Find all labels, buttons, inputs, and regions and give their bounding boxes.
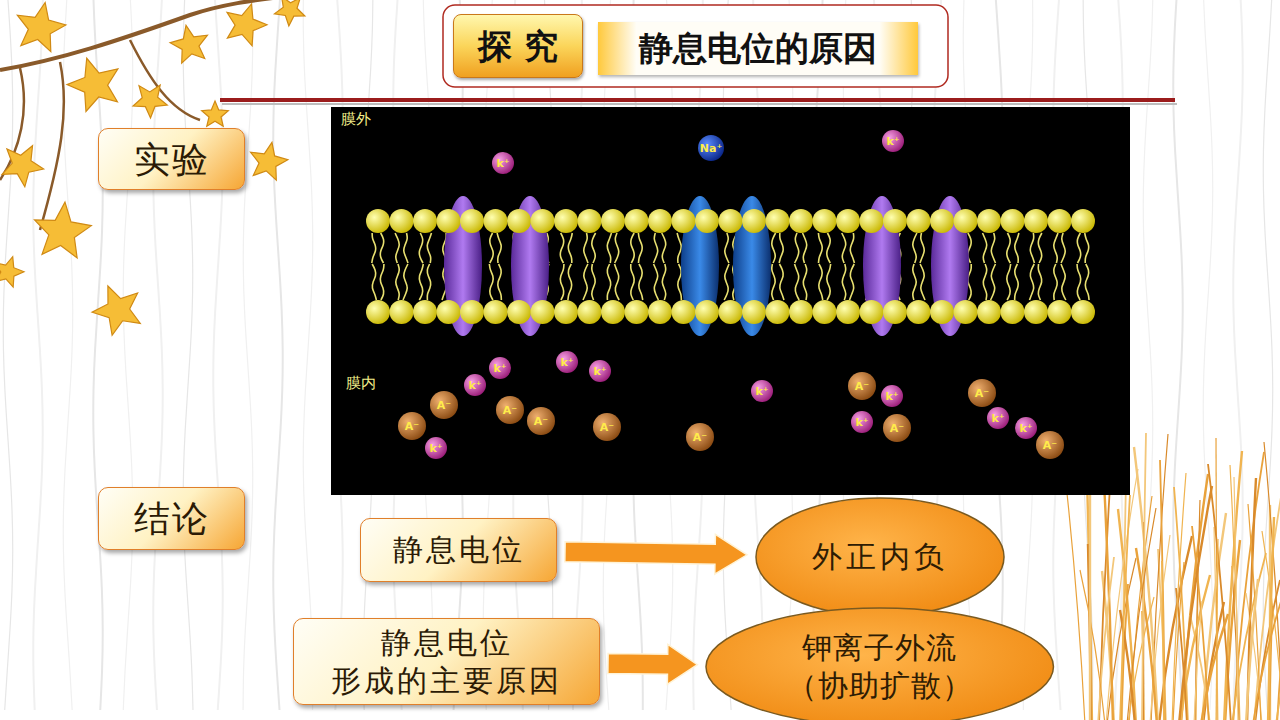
process-box: 静息电位 <box>360 518 557 582</box>
heading-box: 实验 <box>98 128 245 190</box>
result-ellipse: 钾离子外流 （协助扩散） <box>705 607 1054 720</box>
banner-frame <box>443 5 948 87</box>
block-arrow <box>565 534 747 574</box>
ion-label: A⁻ <box>437 399 451 412</box>
slide-title: 静息电位的原因 <box>598 22 918 75</box>
ion-label: k⁺ <box>855 416 868 429</box>
divider-shadow <box>222 103 1177 105</box>
ion-label: A⁻ <box>693 431 707 444</box>
ion-label: A⁻ <box>503 404 517 417</box>
ion-label: A⁻ <box>890 422 904 435</box>
membrane-side-label: 膜内 <box>346 374 376 393</box>
node-text: 静息电位 <box>393 531 525 569</box>
ion-label: k⁺ <box>560 356 573 369</box>
ion-particles <box>398 130 1064 459</box>
ion-label: A⁻ <box>975 387 989 400</box>
heading-box: 结论 <box>98 487 245 550</box>
ion-label: A⁻ <box>534 415 548 428</box>
node-text: 实验 <box>134 137 210 182</box>
maple-branch <box>0 0 305 335</box>
node-text: 静息电位 形成的主要原因 <box>307 624 587 699</box>
block-arrow <box>608 644 698 684</box>
ion-label: k⁺ <box>468 379 481 392</box>
result-ellipse: 外正内负 <box>755 497 1005 617</box>
node-text: 结论 <box>134 496 210 541</box>
ion-label: k⁺ <box>885 390 898 403</box>
ion-label: k⁺ <box>886 135 899 148</box>
divider-line <box>220 98 1175 102</box>
node-text: 钾离子外流 （协助扩散） <box>780 629 980 704</box>
ion-label: Na⁺ <box>700 142 722 155</box>
ion-label: k⁺ <box>429 442 442 455</box>
membrane-illustration <box>331 107 1130 495</box>
node-text: 探 究 <box>478 25 558 68</box>
ion-label: k⁺ <box>593 365 606 378</box>
ion-label: k⁺ <box>493 362 506 375</box>
ion-label: A⁻ <box>855 380 869 393</box>
ion-label: A⁻ <box>1043 439 1057 452</box>
node-text: 外正内负 <box>812 538 948 576</box>
ion-label: A⁻ <box>600 421 614 434</box>
membrane-side-label: 膜外 <box>341 110 371 129</box>
process-box: 静息电位 形成的主要原因 <box>293 618 600 705</box>
ion-label: k⁺ <box>496 157 509 170</box>
ion-label: k⁺ <box>991 412 1004 425</box>
ion-label: k⁺ <box>1019 422 1032 435</box>
section-tag: 探 究 <box>453 14 583 78</box>
ion-label: A⁻ <box>405 420 419 433</box>
ion-label: k⁺ <box>755 385 768 398</box>
